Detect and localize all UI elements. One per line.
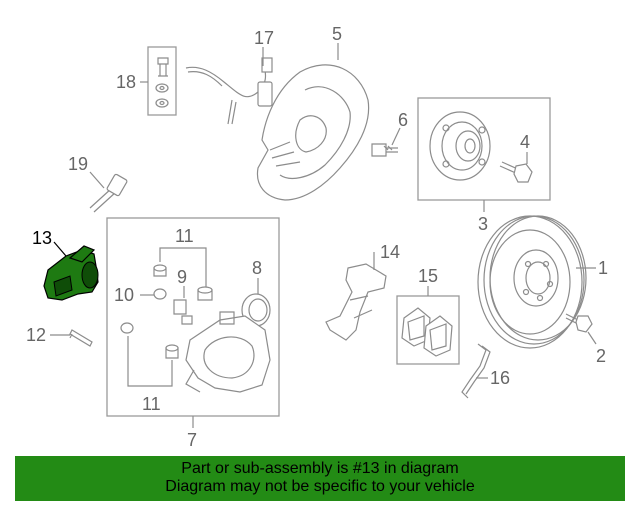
callout-15: 15 (418, 266, 438, 286)
banner-line-1: Part or sub-assembly is #13 in diagram (181, 460, 459, 477)
brake-parts-diagram: 18 17 5 6 3 4 (26, 24, 608, 450)
callout-6: 6 (398, 110, 408, 130)
callout-2: 2 (596, 346, 606, 366)
info-banner: Part or sub-assembly is #13 in diagram D… (15, 456, 625, 501)
callout-9: 9 (177, 267, 187, 287)
part-3-hub-bearing[interactable] (429, 111, 491, 181)
part-12-guide-pin[interactable] (69, 329, 93, 347)
part-16-spring-clip[interactable] (461, 343, 491, 399)
callout-11-bottom: 11 (142, 394, 161, 414)
part-15-brake-pads[interactable] (401, 307, 453, 357)
part-8-seal[interactable] (241, 293, 271, 327)
callout-10: 10 (114, 285, 134, 305)
callout-8: 8 (252, 258, 262, 278)
part-10-cap[interactable] (153, 288, 167, 300)
part-9-bolt[interactable] (173, 299, 193, 325)
callout-7: 7 (187, 430, 197, 450)
banner-line-2: Diagram may not be specific to your vehi… (165, 478, 475, 495)
callout-18: 18 (116, 72, 136, 92)
part-6-bolt[interactable] (371, 143, 398, 157)
part-11-bushing-top[interactable] (153, 264, 213, 301)
callout-19: 19 (68, 154, 88, 174)
part-11-bushing-bottom[interactable] (120, 322, 179, 359)
part-19-fitting[interactable] (89, 173, 128, 213)
part-5-dust-shield[interactable] (256, 64, 370, 201)
callout-12: 12 (26, 325, 46, 345)
part-14-anti-rattle-clip[interactable] (325, 263, 387, 341)
part-18-bolt-washer-set[interactable] (147, 46, 177, 116)
callout-13: 13 (32, 228, 52, 248)
part-13-highlighted[interactable] (43, 245, 99, 301)
callout-16: 16 (490, 368, 510, 388)
callout-4: 4 (520, 132, 530, 152)
callout-3: 3 (478, 214, 488, 234)
callout-17: 17 (254, 28, 274, 48)
part-2-rotor-screw[interactable] (565, 313, 593, 333)
part-4-hub-bolt[interactable] (499, 161, 533, 183)
callout-5: 5 (332, 24, 342, 44)
part-17-abs-sensor-wire[interactable] (185, 57, 273, 125)
callout-11-top: 11 (175, 226, 194, 246)
part-1-brake-rotor[interactable] (477, 215, 587, 349)
caliper-body[interactable] (185, 311, 271, 393)
callout-1: 1 (598, 258, 608, 278)
callout-14: 14 (380, 242, 400, 262)
